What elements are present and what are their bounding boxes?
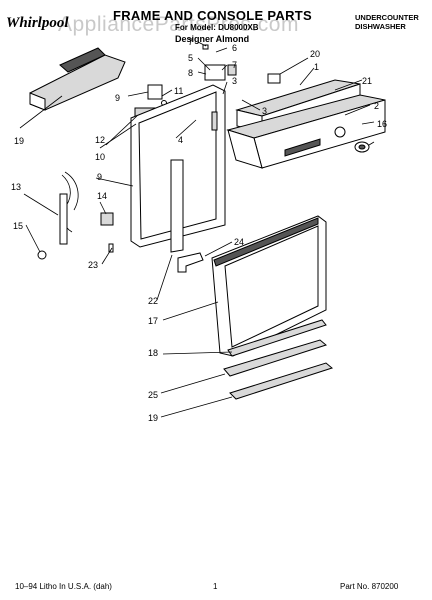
callout-11: 11 (174, 86, 183, 96)
callout-25: 24 (234, 237, 244, 247)
page-title: FRAME AND CONSOLE PARTS (113, 8, 313, 23)
callout-21: 20 (310, 49, 320, 59)
callout-5: 5 (188, 53, 193, 63)
callout-23: 22 (148, 296, 158, 306)
part-23-vent-strip (170, 159, 184, 253)
callout-19: 18 (148, 348, 158, 358)
callout-3b: 3 (262, 106, 267, 116)
callout-numbers: 19 7 5 8 6 7 3 20 1 21 2 16 3 9 11 12 10… (11, 37, 387, 423)
callout-1: 1 (314, 62, 319, 72)
part-24-screw (108, 243, 114, 253)
product-type: UNDERCOUNTER DISHWASHER (355, 13, 419, 31)
callout-14: 14 (97, 191, 107, 201)
callout-3: 3 (232, 76, 237, 86)
part-5-6-7-latch-hardware (202, 44, 237, 102)
watermark: AppliancePartsPros.com (58, 13, 299, 36)
callout-15: 15 (13, 221, 23, 231)
product-type-line-1: UNDERCOUNTER (355, 13, 419, 22)
part-16-console-cover (29, 47, 126, 111)
callout-10: 10 (95, 152, 105, 162)
page-number: 1 (213, 582, 218, 591)
callout-12: 12 (95, 135, 105, 145)
product-type-line-2: DISHWASHER (355, 22, 406, 31)
callout-18: 17 (148, 316, 158, 326)
callout-9: 9 (115, 93, 120, 103)
part-number: Part No. 870200 (340, 582, 399, 591)
part-20-trim-strip (229, 362, 334, 400)
litho-note: 10–94 Litho In U.S.A. (dah) (15, 582, 112, 591)
model-number: For Model: DU8000XB (175, 23, 259, 32)
callout-24: 23 (88, 260, 98, 270)
part-18-door-panel (211, 215, 327, 357)
part-19-bottom-trim (227, 319, 327, 357)
callout-20: 19 (148, 413, 158, 423)
callout-8: 9 (97, 172, 102, 182)
part-17-knob (354, 141, 370, 153)
part-2-control-panel (226, 94, 386, 169)
callout-7b: 8 (188, 68, 193, 78)
callout-16: 19 (14, 136, 24, 146)
part-25-clip (177, 252, 204, 273)
callout-6: 6 (232, 43, 237, 53)
callout-4: 4 (178, 135, 183, 145)
callout-17: 16 (377, 119, 387, 129)
callout-13: 13 (11, 182, 21, 192)
callout-7c: 7 (232, 60, 237, 70)
part-4-latch (211, 111, 218, 131)
callout-26: 25 (148, 390, 158, 400)
callout-7a: 7 (188, 37, 193, 47)
brand-logo: Whirlpool (6, 15, 69, 31)
leader-lines (19, 41, 375, 418)
part-13-14-15-wire-harness (37, 171, 114, 260)
part-21-switch (267, 73, 281, 84)
finish-color: Designer Almond (175, 34, 250, 44)
callout-22: 21 (362, 76, 372, 86)
callout-2: 2 (374, 101, 379, 111)
part-26-trim-strip (223, 339, 328, 377)
